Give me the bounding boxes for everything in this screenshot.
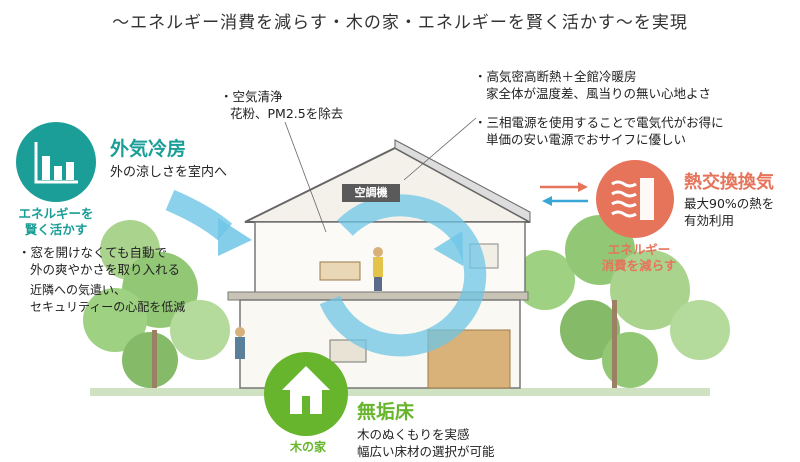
heat-exchange-heading: 熱交換換気: [684, 172, 774, 193]
auto-ventilation-line2: 外の爽やかさを取り入れる: [30, 262, 181, 277]
house-icon: [282, 366, 330, 414]
page-title: 〜エネルギー消費を減らす・木の家・エネルギーを賢く活かす〜を実現: [112, 13, 688, 33]
energy-smart-tag-line2: 賢く活かす: [24, 222, 88, 237]
trees-left: [83, 220, 230, 390]
outdoor-cooling-heading: 外気冷房: [110, 138, 187, 160]
insulation-desc: 家全体が温度差、風当りの無い心地よさ: [486, 86, 712, 101]
three-phase-desc: 単価の安い電源でおサイフに優しい: [486, 132, 687, 147]
solid-wood-floor-desc: 木のぬくもりを実感 幅広い床材の選択が可能: [357, 426, 495, 460]
heat-exchange-badge: [596, 160, 674, 238]
wood-house-badge: [264, 352, 348, 436]
air-clean-desc: 花粉、PM2.5を除去: [230, 106, 344, 121]
solid-wood-floor-desc-line2: 幅広い床材の選択が可能: [357, 444, 495, 459]
outdoor-cooling-badge: [16, 122, 96, 202]
energy-smart-tag: エネルギーを 賢く活かす: [6, 206, 106, 238]
insulation-callout: ・高気密高断熱＋全館冷暖房 家全体が温度差、風当りの無い心地よさ: [474, 68, 711, 102]
solid-wood-floor-heading: 無垢床: [357, 401, 415, 423]
energy-reduce-tag-line1: エネルギー: [607, 242, 671, 257]
auto-ventilation-bullet: ・窓を開けなくても自動で 外の爽やかさを取り入れる: [18, 244, 180, 278]
energy-reduce-tag: エネルギー 消費を減らす: [584, 242, 694, 274]
wood-house-label: 木の家: [289, 440, 326, 454]
heat-exchange-desc-line2: 有効利用: [684, 213, 735, 228]
heat-exchange-arrows: [540, 182, 588, 206]
heat-exchange-desc: 最大90%の熱を 有効利用: [684, 195, 774, 229]
energy-reduce-tag-line2: 消費を減らす: [601, 258, 677, 273]
air-clean-title: ・空気清浄: [220, 89, 283, 104]
aircon-label: 空調機: [342, 184, 400, 202]
three-phase-callout: ・三相電源を使用することで電気代がお得に 単価の安い電源でおサイフに優しい: [474, 114, 724, 148]
energy-smart-tag-line1: エネルギーを: [18, 206, 94, 221]
air-clean-callout: ・空気清浄 花粉、PM2.5を除去: [220, 88, 343, 122]
auto-ventilation-sub-line1: 近隣への気遣い、: [30, 283, 127, 297]
insulation-title: ・高気密高断熱＋全館冷暖房: [474, 69, 637, 84]
heat-exchange-icon: [611, 178, 654, 220]
airflow-circle-arrow: [319, 194, 487, 357]
three-phase-title: ・三相電源を使用することで電気代がお得に: [474, 115, 724, 130]
bar-chart-icon: [34, 142, 78, 184]
heat-exchange-desc-line1: 最大90%の熱を: [684, 196, 775, 211]
auto-ventilation-line1: ・窓を開けなくても自動で: [18, 245, 168, 260]
outdoor-cooling-desc: 外の涼しさを室内へ: [110, 165, 228, 180]
solid-wood-floor-desc-line1: 木のぬくもりを実感: [357, 427, 470, 442]
auto-ventilation-sub-line2: セキュリティーの心配を低減: [30, 300, 186, 314]
auto-ventilation-sub: 近隣への気遣い、 セキュリティーの心配を低減: [30, 282, 185, 316]
